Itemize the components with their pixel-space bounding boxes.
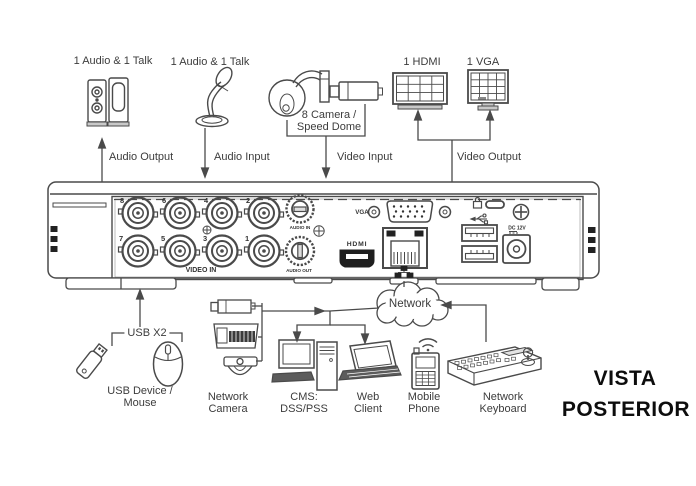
- vga-label: VGA: [355, 209, 369, 216]
- vga-port: [367, 200, 452, 223]
- speakers-label: 1 Audio & 1 Talk: [73, 55, 153, 67]
- kensington-lock-icon: [472, 196, 483, 209]
- audio-out-label: AUDIO OUT: [286, 268, 312, 273]
- mic-label: 1 Audio & 1 Talk: [170, 56, 250, 68]
- power-label: DC 12V: [508, 226, 526, 232]
- arrow-up-audio-output: [97, 137, 107, 149]
- arrow-left-to-cloud: [440, 300, 452, 310]
- arrow-down-web-client: [360, 333, 370, 345]
- audio-in-port: [285, 194, 315, 224]
- usb-flash-drive-icon: [76, 342, 108, 379]
- bnc-number: 4: [204, 196, 209, 205]
- cms-label-line1: CMS:: [290, 391, 318, 403]
- box-camera-icon: [329, 81, 383, 101]
- video-in-label: VIDEO IN: [186, 267, 217, 274]
- mini-dome-camera-icon: [223, 356, 258, 376]
- arrow-right-to-network: [314, 306, 326, 316]
- mobile-phone-icon: [411, 338, 440, 390]
- hdmi-label: HDMI: [347, 241, 368, 248]
- crosshead-screw-icon: [313, 225, 325, 237]
- hdmi-monitor-icon: [392, 72, 448, 110]
- cms-computer-icon: [271, 339, 338, 391]
- ptz-dome-camera-icon: [268, 70, 330, 117]
- bnc-number: 8: [120, 196, 124, 205]
- network-keyboard-label-line2: Keyboard: [479, 403, 527, 415]
- video-output-label: Video Output: [457, 151, 522, 163]
- network-connection-lines: [252, 281, 487, 362]
- vent-slots-right: [588, 227, 596, 253]
- arrow-up-vga-monitor: [485, 109, 495, 121]
- network-cloud: [376, 281, 449, 327]
- star-mark-icon: [202, 225, 212, 235]
- hdmi-port: [339, 249, 375, 268]
- video-input-label: Video Input: [337, 151, 393, 163]
- device-feet: [65, 277, 580, 291]
- hdmi-monitor-label: 1 HDMI: [403, 56, 441, 68]
- dome-bracket-camera-icon: [213, 323, 259, 349]
- arrow-down-video-input: [321, 167, 331, 179]
- arrow-down-audio-input: [200, 167, 210, 179]
- usb-trident-icon: [469, 213, 489, 225]
- audio-in-label: AUDIO IN: [290, 225, 311, 230]
- cms-label-line2: DSS/PSS: [280, 403, 328, 415]
- arrow-up-usb: [135, 288, 145, 300]
- vent-slots-left: [50, 226, 58, 252]
- arrow-up-hdmi-monitor: [413, 109, 423, 121]
- audio-output-label: Audio Output: [109, 151, 174, 163]
- ptz-label-line2: Speed Dome: [296, 121, 362, 133]
- caption-line2: POSTERIOR: [561, 398, 691, 421]
- bnc-number: 3: [203, 234, 207, 243]
- audio-out-port: [284, 235, 316, 267]
- leader-lines-top: [97, 104, 495, 182]
- bnc-video-in-block: 8 6 4 2 7 5 3 1 VIDEO IN: [117, 196, 285, 274]
- ptz-label-line1: 8 Camera /: [301, 109, 357, 121]
- power-jack: [502, 231, 531, 264]
- bullet-camera-icon: [210, 299, 256, 314]
- usb-device-label-line1: USB Device /: [107, 385, 173, 397]
- laptop-icon: [338, 340, 402, 381]
- web-client-label-line1: Web: [356, 391, 380, 403]
- bnc-number: 6: [162, 196, 166, 205]
- bnc-number: 7: [119, 234, 123, 243]
- usb-x2-label: USB X2: [124, 327, 170, 339]
- arrow-down-cms: [292, 331, 302, 343]
- vga-monitor-icon: [467, 69, 509, 111]
- network-camera-label-line2: Camera: [208, 403, 248, 415]
- mobile-phone-label-line2: Phone: [408, 403, 440, 415]
- vga-monitor-label: 1 VGA: [466, 56, 500, 68]
- network-keyboard-icon: [447, 346, 542, 386]
- network-port-icon: [394, 265, 414, 278]
- bnc-number: 2: [246, 196, 250, 205]
- bnc-number: 1: [245, 234, 249, 243]
- usb-device-label-line2: Mouse: [123, 397, 157, 409]
- speakers-icon: [86, 77, 130, 127]
- web-client-label-line2: Client: [353, 403, 383, 415]
- bnc-number: 5: [161, 234, 165, 243]
- audio-input-label: Audio Input: [214, 151, 270, 163]
- ground-screw-icon: [512, 203, 530, 221]
- microphone-icon: [195, 66, 233, 128]
- caption-line1: VISTA: [593, 367, 657, 390]
- mobile-phone-label-line1: Mobile: [407, 391, 441, 403]
- network-cloud-label: Network: [388, 298, 432, 310]
- usb-ports: [461, 224, 498, 263]
- network-keyboard-label-line1: Network: [482, 391, 524, 403]
- mouse-icon: [152, 341, 184, 387]
- network-camera-label-line1: Network: [207, 391, 249, 403]
- kensington-slot: [485, 200, 505, 209]
